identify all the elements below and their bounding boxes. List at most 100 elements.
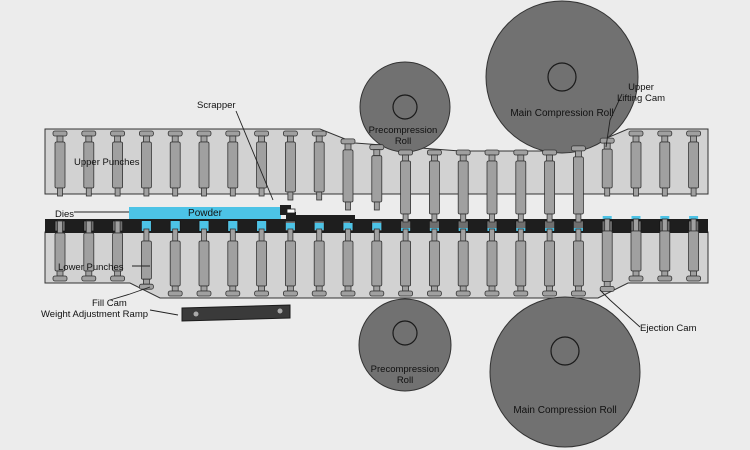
upper-punch — [196, 130, 212, 197]
lower-punch-tip — [114, 220, 121, 234]
lower-punch-head — [542, 290, 557, 297]
upper-punch-neck — [114, 135, 121, 143]
upper-punch-tip — [143, 187, 150, 197]
upper-punch — [369, 144, 385, 211]
lower-punch — [571, 228, 586, 297]
upper-punch — [686, 130, 701, 197]
lower-punch-neck — [661, 270, 669, 277]
upper-punch-tip — [604, 187, 611, 197]
lower-punch-head — [599, 285, 615, 292]
upper-punch-neck — [488, 154, 496, 162]
upper-punch-head — [542, 149, 557, 156]
upper-punches — [52, 130, 701, 223]
upper-punch-neck — [575, 150, 582, 158]
upper-punch-tip — [373, 201, 380, 211]
upper-punch-head — [398, 149, 414, 156]
lower-precompression-roll-label-1: Precompression — [371, 364, 440, 375]
powder-in-die — [660, 216, 670, 219]
lower-punch — [282, 228, 298, 297]
upper-lifting-cam-label-1: Upper — [628, 82, 654, 93]
lower-punch — [513, 228, 529, 297]
lower-punch-head — [571, 290, 586, 297]
upper-punch — [167, 130, 183, 197]
lower-punch-tip — [604, 218, 611, 232]
powder-in-die — [372, 223, 382, 230]
upper-punch-neck — [430, 154, 438, 162]
upper-punch-tip — [575, 213, 582, 223]
upper-punch-neck — [402, 154, 410, 162]
upper-punches-label: Upper Punches — [74, 157, 140, 168]
upper-precompression-roll-label-1: Precompression — [369, 125, 438, 136]
lower-punch-head — [138, 283, 154, 290]
powder-in-die — [343, 223, 353, 230]
lower-punch — [628, 218, 644, 282]
upper-punch — [628, 130, 644, 197]
upper-punch-barrel — [342, 149, 354, 203]
lower-punch-head — [196, 290, 212, 297]
lower-punch — [311, 228, 327, 297]
upper-punch-head — [571, 145, 586, 152]
upper-punch-barrel — [659, 141, 671, 189]
upper-punch — [340, 138, 356, 211]
lower-punch-neck — [575, 285, 582, 292]
lower-punch-barrel — [342, 240, 354, 287]
lower-punches — [52, 218, 701, 297]
lower-punch — [225, 228, 241, 297]
lower-precompression-roll: Precompression Roll — [358, 298, 452, 392]
upper-punch-head — [484, 149, 500, 156]
lower-punch-tip — [316, 228, 323, 242]
ramp-bolt — [193, 311, 199, 317]
upper-punch — [52, 130, 68, 197]
lower-punch-neck — [430, 285, 438, 292]
upper-punch-tip — [114, 187, 121, 197]
upper-punch-neck — [603, 142, 611, 150]
lower-punch-tip — [575, 228, 582, 242]
upper-punch-tip — [489, 213, 495, 223]
upper-punch-head — [138, 130, 154, 137]
leader-lines — [74, 93, 641, 328]
upper-precompression-roll-label-2: Roll — [395, 136, 411, 147]
upper-punch-head — [225, 130, 241, 137]
lower-punch — [599, 218, 615, 292]
upper-punch — [657, 130, 673, 197]
lower-punch-barrel — [256, 240, 268, 287]
lower-punch-tip — [460, 228, 467, 242]
upper-punch-barrel — [601, 148, 613, 189]
lower-punch-head — [628, 275, 644, 282]
lower-punch-tip — [431, 228, 438, 242]
upper-punch-barrel — [573, 156, 584, 215]
upper-punch — [81, 130, 97, 197]
lower-punch — [398, 228, 414, 297]
lower-punch-head — [340, 290, 356, 297]
lower-main-compression-roll: Main Compression Roll — [489, 296, 641, 448]
upper-punch-head — [52, 130, 68, 137]
upper-punch-head — [686, 130, 701, 137]
upper-punch-tip — [661, 187, 668, 197]
lower-punch-tip — [489, 228, 495, 242]
upper-punch-barrel — [227, 141, 239, 189]
lower-punch-neck — [402, 285, 410, 292]
upper-punch-barrel — [284, 141, 296, 193]
roll-hub — [392, 320, 418, 346]
upper-punch-tip — [172, 187, 179, 197]
upper-punch-head — [167, 130, 183, 137]
lower-punch — [52, 220, 68, 282]
lower-punch — [369, 228, 385, 297]
lower-punch-neck — [200, 285, 208, 292]
lower-punch-barrel — [284, 240, 296, 287]
lower-punch-barrel — [544, 240, 555, 287]
upper-punch — [225, 130, 241, 197]
upper-punch-tip — [431, 213, 438, 223]
scraper-tab — [286, 208, 296, 214]
upper-punch-neck — [344, 143, 352, 151]
lower-punch-head — [369, 290, 385, 297]
upper-punch-neck — [85, 135, 93, 143]
upper-punch-head — [254, 130, 270, 137]
upper-punch-head — [455, 149, 471, 156]
lower-punch — [542, 228, 557, 297]
upper-punch — [455, 149, 471, 223]
lower-punch — [110, 220, 125, 282]
lower-punches-label: Lower Punches — [58, 262, 124, 273]
lower-punch-head — [254, 290, 270, 297]
